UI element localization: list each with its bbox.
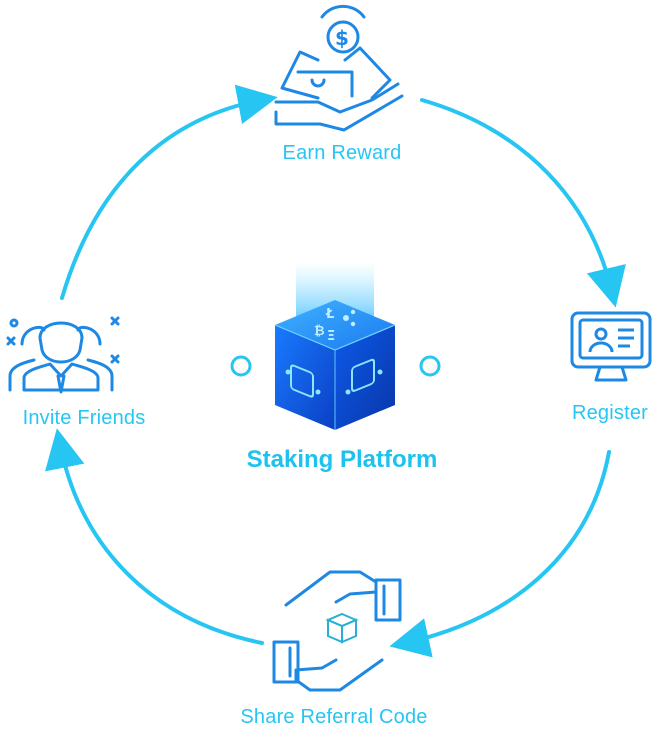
staking-platform-title: Staking Platform xyxy=(246,446,438,473)
small-cube-icon xyxy=(325,612,359,644)
arrow-invite-to-earn xyxy=(60,84,278,300)
arrow-share-to-invite xyxy=(45,428,264,645)
register-label: Register xyxy=(571,402,649,424)
monitor-profile-icon xyxy=(570,311,652,382)
left-connector xyxy=(128,355,252,377)
share-referral-code-label: Share Referral Code xyxy=(240,706,428,728)
arrow-register-to-share xyxy=(389,450,611,658)
hand-money-icon: $ xyxy=(274,4,404,132)
invite-friends-label: Invite Friends xyxy=(22,407,146,429)
right-connector xyxy=(419,355,545,377)
earn-reward-label: Earn Reward xyxy=(282,142,402,164)
svg-text:₿: ₿ xyxy=(314,324,325,339)
svg-text:Ł: Ł xyxy=(325,307,334,322)
staking-cube-icon: ₿ Ξ Ł xyxy=(274,262,396,430)
group-people-icon xyxy=(6,316,120,394)
svg-text:Ξ: Ξ xyxy=(327,329,335,344)
arrow-earn-to-register xyxy=(420,98,626,308)
svg-text:$: $ xyxy=(335,26,349,50)
hands-exchange-icon xyxy=(272,570,402,692)
